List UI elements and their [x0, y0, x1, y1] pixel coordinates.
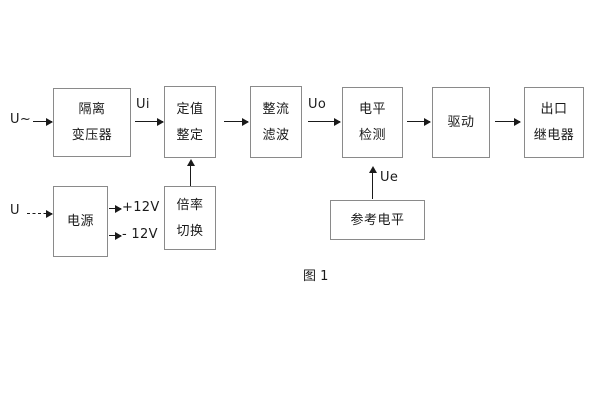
block-isolation-transformer-line1: 隔离 [78, 102, 106, 117]
block-multiplier-switch-line2: 切换 [176, 223, 204, 239]
arrow-drive-to-output-relay [495, 117, 521, 126]
arrow-reference-level-to-level-detection [368, 166, 377, 199]
block-setting-value-line2: 整定 [176, 127, 204, 143]
figure-caption: 图 1 [303, 269, 329, 284]
block-setting-value-line1: 定值 [176, 101, 204, 117]
block-drive-line1: 驱动 [447, 115, 475, 130]
arrow-dc-input-to-power-supply [27, 210, 53, 218]
block-output-relay-line2: 继电器 [533, 128, 575, 143]
block-reference-level: 参考电平 [330, 200, 425, 240]
signal-neg12v-label: - 12V [122, 227, 158, 242]
block-level-detection: 电平 检测 [342, 87, 403, 158]
arrow-power-supply-pos12v [109, 204, 122, 213]
signal-pos12v-label: +12V [122, 200, 160, 215]
block-reference-level-line1: 参考电平 [350, 212, 405, 228]
block-isolation-transformer: 隔离 变压器 [53, 88, 131, 157]
block-power-supply: 电源 [53, 186, 108, 257]
block-level-detection-line2: 检测 [358, 128, 386, 143]
arrow-setting-value-to-rectify-filter [224, 117, 249, 126]
dc-input-label: U [10, 203, 20, 218]
arrow-ac-input-to-isolation-transformer [33, 117, 53, 126]
ac-input-label: U~ [10, 112, 32, 127]
block-rectify-filter-line1: 整流 [262, 101, 290, 117]
signal-ui-label: Ui [136, 97, 150, 112]
arrow-power-supply-neg12v [109, 231, 122, 240]
arrow-multiplier-switch-to-setting-value [186, 159, 195, 186]
block-setting-value: 定值 整定 [164, 86, 216, 158]
block-rectify-filter-line2: 滤波 [262, 127, 290, 143]
block-multiplier-switch: 倍率 切换 [164, 186, 216, 250]
block-power-supply-line1: 电源 [66, 214, 94, 229]
block-isolation-transformer-line2: 变压器 [71, 128, 113, 143]
arrow-rectify-filter-to-level-detection [308, 117, 341, 126]
block-drive: 驱动 [432, 87, 490, 158]
signal-ue-label: Ue [380, 170, 399, 185]
arrow-isolation-transformer-to-setting-value [135, 117, 164, 126]
signal-uo-label: Uo [308, 97, 327, 112]
block-rectify-filter: 整流 滤波 [250, 86, 302, 158]
block-multiplier-switch-line1: 倍率 [176, 197, 204, 213]
block-output-relay: 出口 继电器 [524, 87, 584, 158]
block-output-relay-line1: 出口 [540, 102, 568, 117]
arrow-level-detection-to-drive [407, 117, 431, 126]
block-level-detection-line1: 电平 [358, 102, 386, 117]
